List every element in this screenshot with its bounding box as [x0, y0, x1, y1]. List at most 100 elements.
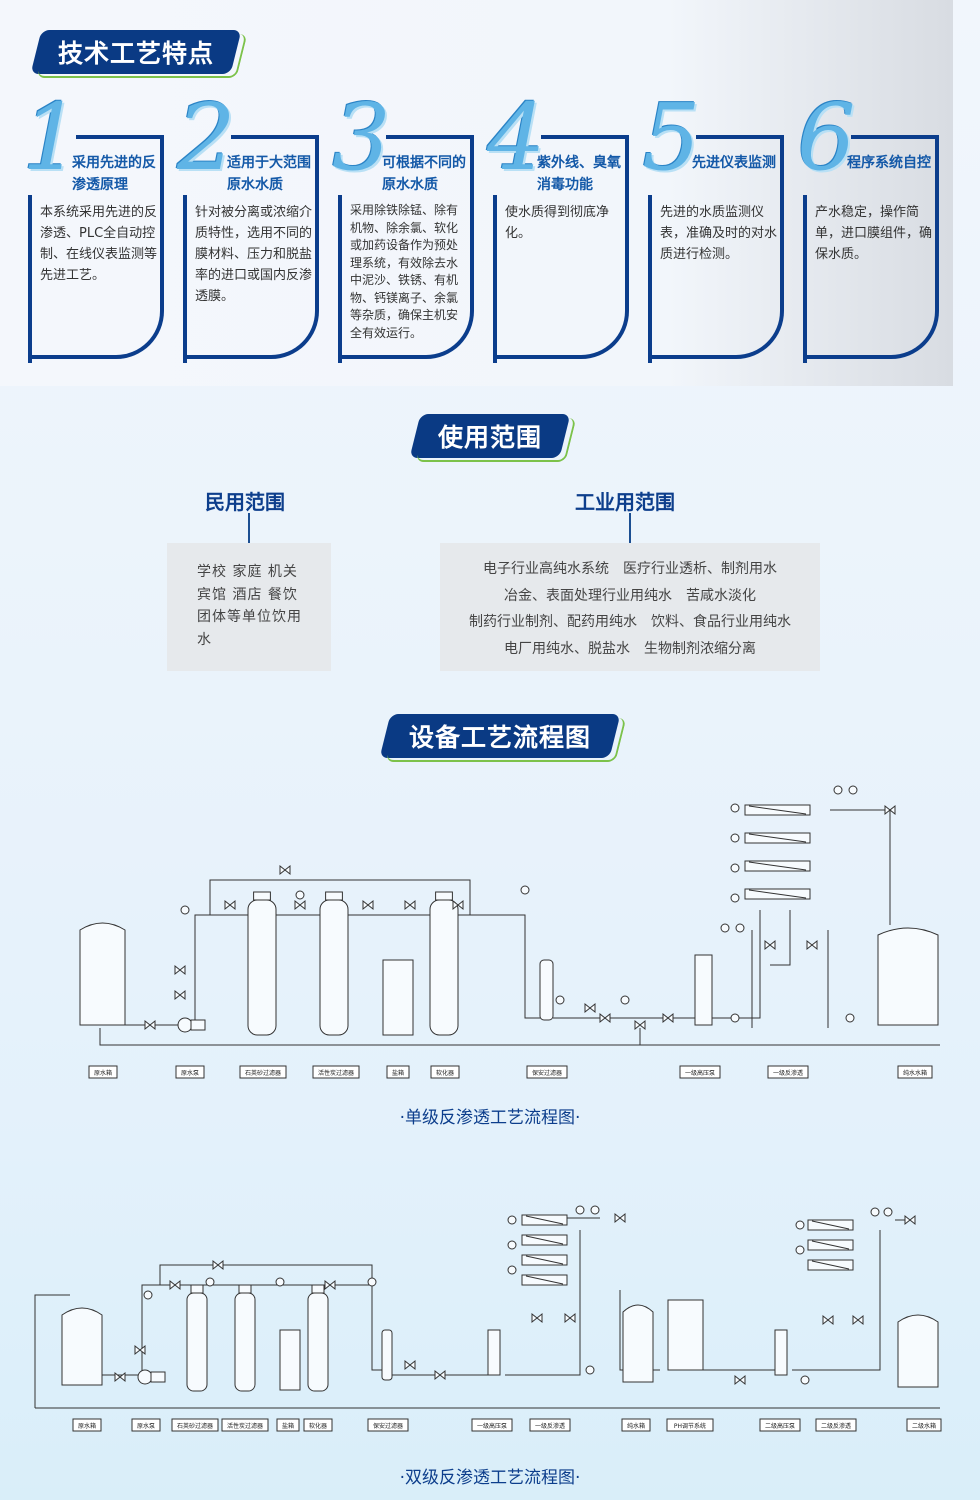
equipment-label-box [815, 1418, 857, 1432]
valve-icon [174, 989, 186, 1001]
equipment-label: 二级水箱 [912, 1422, 936, 1430]
card-border [851, 135, 939, 139]
card-title: 紫外线、臭氧消毒功能 [537, 155, 621, 193]
membrane-line [525, 1215, 564, 1225]
equipment-label: 石英砂过滤器 [245, 1069, 281, 1077]
pressure-gauge-icon [730, 1013, 740, 1023]
water-number-icon: 6 [797, 84, 856, 191]
card-description: 先进的水质监测仪表，准确及时的对水质进行检测。 [660, 205, 778, 262]
valve-icon [634, 1019, 646, 1031]
pump-icon [137, 1369, 153, 1385]
pressure-gauge-icon [507, 1265, 517, 1275]
civil-scope-text: 学校 家庭 机关 宾馆 酒店 餐饮 团体等单位饮用水 [197, 564, 302, 648]
civil-scope-box: 学校 家庭 机关 宾馆 酒店 餐饮 团体等单位饮用水 [167, 543, 331, 671]
equipment-label: 原水泵 [137, 1422, 155, 1430]
equipment-label-box [221, 1418, 269, 1432]
equipment-label-box [430, 1065, 460, 1079]
card-title: 先进仪表监测 [692, 155, 776, 171]
pump-icon [177, 1017, 193, 1033]
equipment-label: 一级高压泵 [685, 1069, 715, 1077]
valve-icon [822, 1314, 834, 1326]
pressure-gauge-icon [180, 905, 190, 915]
features-heading: 技术工艺特点 [30, 30, 248, 78]
card-title: 程序系统自控 [847, 155, 931, 171]
equipment-label: 一级反渗透 [773, 1069, 803, 1077]
tank [61, 1307, 103, 1386]
equipment-label-box [759, 1418, 801, 1432]
membrane-line [525, 1275, 564, 1285]
control-valve-head [311, 1284, 325, 1294]
salt-tank [279, 1329, 301, 1391]
control-valve-head [325, 891, 343, 901]
equipment-label-box [386, 1065, 410, 1079]
valve-icon [224, 899, 236, 911]
civil-scope-title: 民用范围 [205, 490, 285, 514]
double-stage-ro-diagram: 原水箱原水泵石英砂过滤器活性炭过滤器盐箱软化器保安过滤器一级高压泵一级反渗透纯水… [34, 1205, 942, 1432]
pressure-gauge-icon [555, 995, 565, 1005]
equipment-label: 石英砂过滤器 [177, 1422, 213, 1430]
card-frame [803, 135, 939, 359]
equipment-label: 二级高压泵 [765, 1422, 795, 1430]
card-border [386, 135, 474, 139]
valve-icon [174, 964, 186, 976]
equipment-label: 原水箱 [78, 1422, 96, 1430]
tank [622, 1304, 654, 1383]
pipe [99, 809, 940, 1046]
filter-vessel [307, 1292, 329, 1392]
filter-vessel [234, 1292, 256, 1392]
pressure-gauge-icon [205, 1277, 215, 1287]
pressure-gauge-icon [295, 890, 305, 900]
membrane-line [748, 805, 807, 815]
valve-icon [212, 1259, 224, 1271]
feature-card: 2 适用于大范围原水水质 针对被分离或浓缩介质特性，选用不同的膜材料、压力和脱盐… [177, 92, 323, 363]
valve-icon [294, 899, 306, 911]
card-border [541, 135, 629, 139]
valve-icon [614, 1212, 626, 1224]
equipment-label-box [175, 1065, 205, 1079]
card-border [76, 135, 164, 139]
equipment-label-box [621, 1418, 651, 1432]
equipment-label: 盐箱 [282, 1422, 294, 1430]
tank [877, 927, 939, 1026]
tank [897, 1314, 939, 1388]
valve-icon [904, 1214, 916, 1226]
control-valve-head [253, 891, 271, 901]
card-border [231, 135, 319, 139]
equipment-label-box [529, 1418, 571, 1432]
valve-icon [452, 899, 464, 911]
single-stage-caption: ·单级反渗透工艺流程图· [399, 1108, 581, 1128]
tank [79, 922, 126, 1026]
double-stage-caption: ·双级反渗透工艺流程图· [399, 1468, 581, 1488]
pressure-gauge-icon [800, 1375, 810, 1385]
equipment-label-box [906, 1418, 942, 1432]
pressure-gauge-icon [730, 863, 740, 873]
card-border [338, 195, 342, 363]
pressure-gauge-icon [795, 1245, 805, 1255]
card-title: 采用先进的反渗透原理 [72, 155, 156, 193]
filter-vessel [429, 899, 459, 1036]
valve-icon [144, 1019, 156, 1031]
equipment-label: 盐箱 [392, 1069, 404, 1077]
equipment-label-box [367, 1418, 409, 1432]
valve-icon [404, 1359, 416, 1371]
equipment-label-box [526, 1065, 568, 1079]
membrane-line [748, 833, 807, 843]
card-border [648, 195, 652, 363]
equipment-label-box [276, 1418, 300, 1432]
valve-icon [404, 899, 416, 911]
equipment-label-box [171, 1418, 219, 1432]
card-title: 可根据不同的原水水质 [382, 155, 466, 193]
equipment-label-box [471, 1418, 513, 1432]
control-valve-head [238, 1284, 252, 1294]
membrane-line [811, 1220, 850, 1230]
industrial-scope-line: 冶金、表面处理行业用纯水 苦咸水淡化 [504, 587, 756, 604]
card-frame [338, 135, 474, 359]
pressure-gauge-icon [143, 1290, 153, 1300]
equipment-label-box [767, 1065, 809, 1079]
feature-card: 6 程序系统自控 产水稳定，操作简单，进口膜组件，确保水质。 [797, 92, 943, 363]
pressure-gauge-icon [520, 885, 530, 895]
card-border [28, 195, 32, 363]
equipment-label: 活性炭过滤器 [318, 1069, 354, 1077]
valve-icon [599, 1012, 611, 1024]
equipment-label: 软化器 [436, 1069, 454, 1077]
